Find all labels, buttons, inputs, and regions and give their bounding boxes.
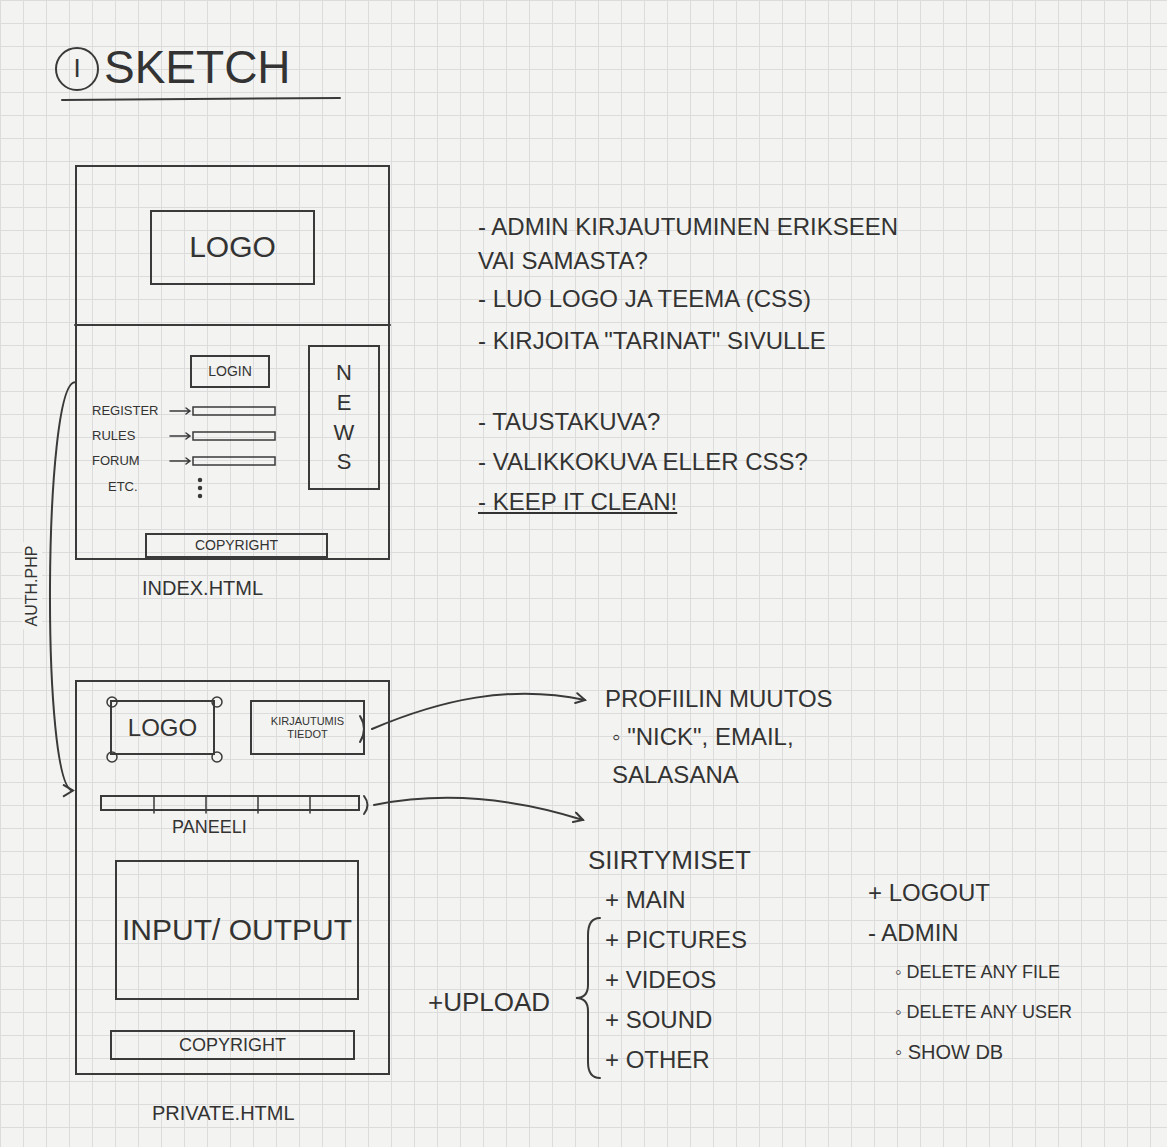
box-label: LOGO [128, 714, 197, 742]
section-circle: I [55, 47, 99, 91]
title-underline [62, 98, 340, 100]
menu-item: ETC. [108, 478, 188, 496]
note: - KEEP IT CLEAN! [478, 485, 1038, 519]
annotation: PROFIILIN MUUTOS [605, 682, 1005, 716]
annotation-heading: SIIRTYMISET [588, 842, 888, 878]
note: - VALIKKOKUVA ELLER CSS? [478, 445, 1038, 479]
copyright-bar: COPYRIGHT [110, 1030, 355, 1060]
content-area: INPUT/ OUTPUT [115, 860, 359, 1000]
menu-option: + OTHER [605, 1043, 845, 1077]
box-label: KIRJAUTUMIS TIEDOT [252, 715, 363, 740]
box-label: INPUT/ OUTPUT [122, 913, 352, 948]
menu-option: + LOGOUT [868, 876, 1148, 910]
bracket-mark [364, 796, 368, 814]
menu-rows [170, 407, 275, 498]
admin-action: ◦ SHOW DB [895, 1038, 1155, 1066]
box-label: NEWS [333, 358, 355, 477]
page-frame: INDEX.HTMLLOGOLOGINNEWSCOPYRIGHT [75, 165, 390, 560]
login-info-box: KIRJAUTUMIS TIEDOT [250, 700, 365, 755]
admin-action: ◦ DELETE ANY FILE [895, 960, 1155, 985]
menu-option: + VIDEOS [605, 963, 845, 997]
edge-label: AUTH.PHP [22, 543, 42, 630]
note: - KIRJOITA "TARINAT" SIVULLE [478, 324, 1038, 358]
upload-brace [576, 918, 600, 1078]
logo-box: LOGO [150, 210, 315, 285]
logo-box: LOGO [110, 700, 215, 755]
box-label: LOGO [189, 230, 276, 265]
page-heading: PRIVATE.HTML [152, 1101, 295, 1125]
leader-arrow [374, 798, 583, 820]
login-button: LOGIN [190, 355, 270, 388]
header-divider [75, 324, 390, 326]
box-label: LOGIN [208, 363, 252, 379]
note: - TAUSTAKUVA? [478, 405, 1038, 439]
page-title: SKETCH [104, 40, 291, 95]
logo-handles [107, 697, 222, 762]
menu-option: + MAIN [605, 883, 845, 917]
page-heading: PANEELI [172, 817, 247, 839]
menu-item: FORUM [92, 452, 172, 470]
copyright-bar: COPYRIGHT [145, 533, 328, 558]
annotation: ◦ "NICK", EMAIL, SALASANA [612, 718, 862, 795]
page-heading: INDEX.HTML [142, 576, 263, 600]
note: - ADMIN KIRJAUTUMINEN ERIKSEEN VAI SAMAS… [478, 210, 918, 277]
box-label: I [73, 54, 80, 84]
leader-arrow [372, 694, 585, 729]
page-transition-arrow [50, 382, 75, 790]
menu-option: + PICTURES [605, 923, 845, 957]
panel-bar: PANEELI [100, 795, 360, 811]
menu-item: REGISTER [92, 402, 172, 420]
admin-action: ◦ DELETE ANY USER [895, 1000, 1155, 1025]
menu-option: - ADMIN [868, 916, 1148, 950]
group-label: +UPLOAD [428, 984, 573, 1020]
box-label: COPYRIGHT [195, 537, 278, 553]
page-frame: PRIVATE.HTMLLOGOKIRJAUTUMIS TIEDOTPANEEL… [75, 680, 390, 1075]
box-label: COPYRIGHT [179, 1035, 286, 1056]
note: - LUO LOGO JA TEEMA (CSS) [478, 282, 1038, 316]
news-box: NEWS [308, 345, 380, 490]
menu-option: + SOUND [605, 1003, 845, 1037]
menu-item: RULES [92, 427, 172, 445]
